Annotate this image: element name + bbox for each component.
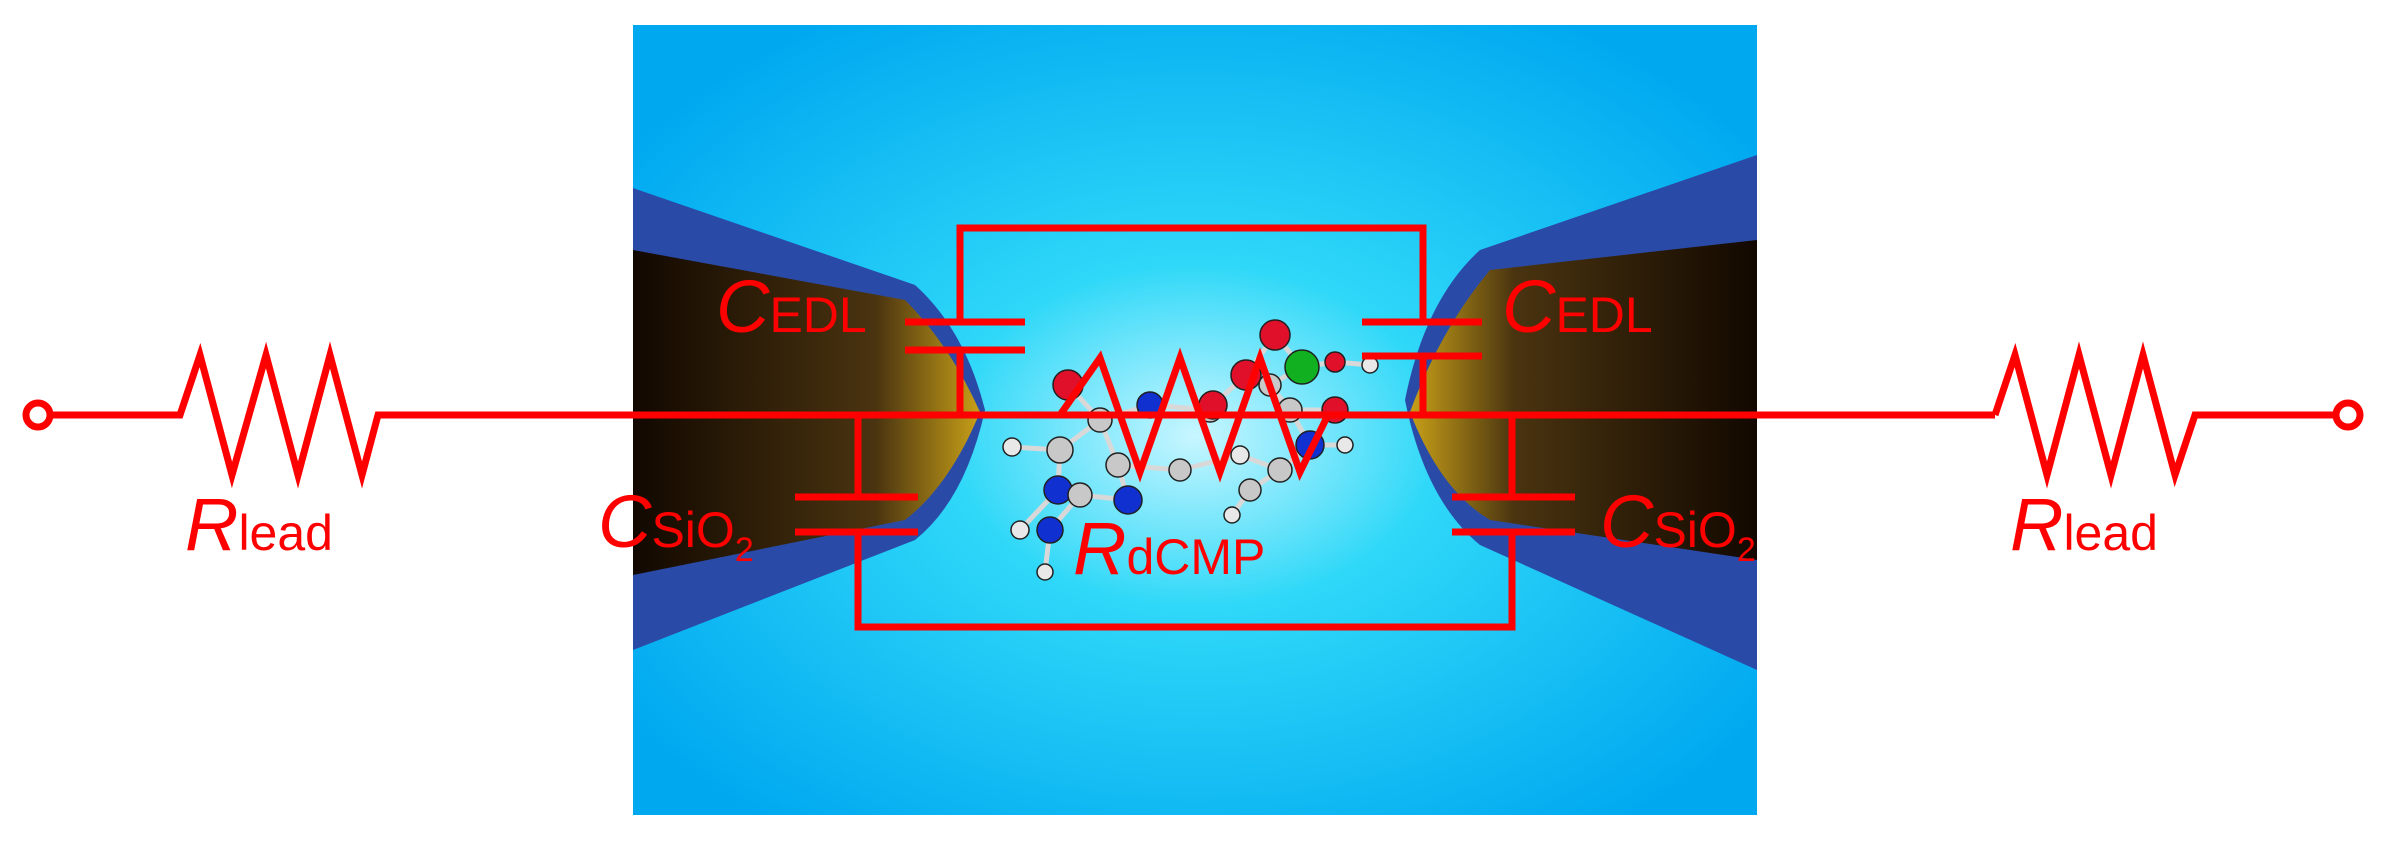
molecule-atom [1113,485,1143,515]
molecule-atom [1230,445,1250,465]
molecule-atom [1010,520,1030,540]
label-r-lead-left: Rlead [185,483,333,566]
molecule-atom [1046,436,1074,464]
circuit-wires [22,224,2364,631]
terminal-left [22,399,54,431]
molecule-atom [1043,475,1073,505]
molecule-atom [1336,436,1354,454]
label-r-lead-right: Rlead [2010,483,2158,566]
label-c-sio2-left: CSiO2 [598,480,754,569]
label-c-edl-left: CEDL [716,265,867,348]
label-r-dcmp: RdCMP [1073,507,1266,590]
resistor-r-dcmp [1057,347,1332,483]
resistor-r-lead-right [1991,341,2336,489]
molecule-atom [1036,516,1064,544]
molecule-atom [1036,563,1054,581]
sio2-bottom-wire [854,532,1516,631]
molecule-atom [1002,437,1022,457]
molecule-atom [1168,458,1192,482]
terminal-right [2332,399,2364,431]
label-c-edl-right: CEDL [1502,265,1653,348]
molecule-atom [1324,351,1346,373]
molecule-atom [1238,478,1262,502]
molecule-atom [1105,452,1131,478]
molecule-atom [1259,319,1291,351]
label-c-sio2-right: CSiO2 [1600,480,1756,569]
resistor-r-lead-left [50,341,397,489]
molecule-atom [1284,349,1320,385]
edl-top-wire [956,224,1427,322]
molecule-atom [1223,506,1241,524]
molecule-atom [1267,457,1293,483]
molecule-atom [1067,482,1093,508]
